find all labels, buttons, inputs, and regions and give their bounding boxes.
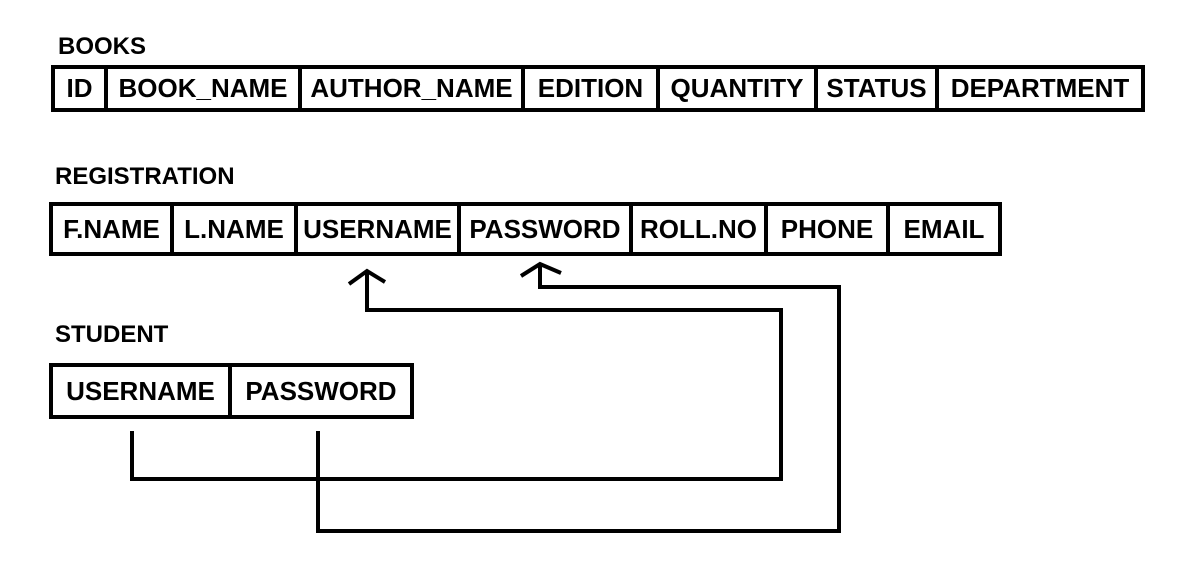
books-table: ID BOOK_NAME AUTHOR_NAME EDITION QUANTIT… — [51, 65, 1145, 112]
username-link-line — [130, 272, 783, 481]
books-col-id: ID — [55, 69, 108, 108]
password-arrowhead-icon — [519, 261, 562, 278]
books-col-quantity: QUANTITY — [660, 69, 818, 108]
books-col-status: STATUS — [818, 69, 939, 108]
books-col-department: DEPARTMENT — [950, 73, 1130, 103]
student-table: USERNAME PASSWORD — [49, 363, 414, 419]
student-col-password: PASSWORD — [245, 375, 397, 406]
books-col-author-name: AUTHOR_NAME — [302, 69, 525, 108]
books-col-edition: EDITION — [525, 69, 660, 108]
student-col-username: USERNAME — [53, 367, 232, 415]
registration-table: F.NAME L.NAME USERNAME PASSWORD ROLL.NO … — [49, 202, 1002, 256]
registration-col-username: USERNAME — [298, 206, 461, 252]
books-title: BOOKS — [58, 33, 147, 60]
registration-col-email: EMAIL — [903, 213, 985, 244]
books-col-book-name: BOOK_NAME — [108, 69, 302, 108]
registration-col-password: PASSWORD — [461, 206, 633, 252]
registration-col-phone: PHONE — [768, 206, 890, 252]
registration-title: REGISTRATION — [55, 163, 235, 190]
username-arrowhead-icon — [347, 268, 387, 286]
student-title: STUDENT — [55, 321, 169, 348]
registration-col-first-name: F.NAME — [53, 206, 174, 252]
registration-col-last-name: L.NAME — [174, 206, 298, 252]
registration-col-roll-no: ROLL.NO — [633, 206, 768, 252]
password-link-line — [316, 265, 841, 533]
